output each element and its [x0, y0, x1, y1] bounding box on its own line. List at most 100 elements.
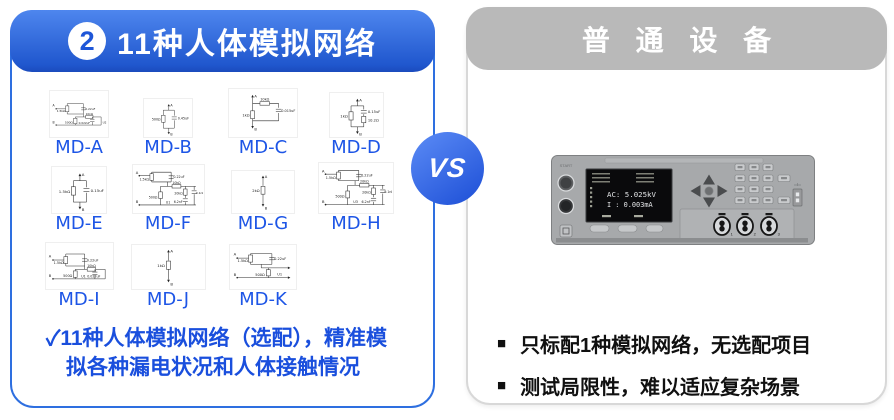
softkey-buttons: [589, 224, 664, 233]
display-voltage: AC: 5.025kV: [607, 190, 656, 199]
svg-text:A: A: [52, 104, 55, 108]
start-button: [557, 174, 575, 192]
svg-text:A: A: [135, 171, 138, 175]
svg-text:U3: U3: [353, 200, 358, 204]
drawback-text: 测试局限性，难以适应复杂场景: [520, 377, 801, 399]
svg-text:0.15uF: 0.15uF: [367, 110, 379, 114]
svg-text:1.5kΩ: 1.5kΩ: [237, 259, 248, 263]
svg-text:B: B: [48, 274, 51, 278]
svg-text:1.5kΩ: 1.5kΩ: [59, 189, 70, 194]
svg-text:0.22uF: 0.22uF: [173, 175, 184, 179]
svg-text:0.45uF: 0.45uF: [178, 117, 189, 121]
display-current: I : 0.003mA: [607, 201, 653, 209]
drawback-text: 只标配1种模拟网络，无选配项目: [520, 335, 812, 357]
device-photo: START: [550, 154, 816, 246]
svg-text:A: A: [254, 94, 257, 98]
square-bullet-icon: ■: [497, 335, 507, 352]
circuit-label: MD-K: [239, 289, 287, 310]
svg-text:0.22uF: 0.22uF: [86, 258, 98, 262]
svg-text:6.2nF: 6.2nF: [361, 200, 370, 204]
svg-text:9.1nF: 9.1nF: [384, 190, 392, 194]
svg-text:1.5kΩ: 1.5kΩ: [326, 176, 336, 180]
power-button: [559, 224, 573, 238]
svg-text:B: B: [135, 200, 138, 204]
svg-text:0.22uF: 0.22uF: [361, 174, 373, 178]
svg-text:0.15uF: 0.15uF: [91, 188, 104, 193]
svg-text:B: B: [170, 281, 173, 286]
usb-port: [792, 183, 803, 207]
svg-text:0.015uF: 0.015uF: [281, 109, 295, 113]
svg-text:A: A: [234, 252, 237, 256]
svg-text:10.2Ω: 10.2Ω: [367, 118, 378, 122]
drawback-item: ■ 只标配1种模拟网络，无选配项目: [497, 329, 811, 358]
svg-text:2kΩ: 2kΩ: [252, 189, 259, 193]
svg-text:1kΩ: 1kΩ: [242, 113, 249, 117]
tester-device: START: [551, 155, 815, 245]
svg-text:10kΩ: 10kΩ: [260, 97, 269, 101]
circuit-label: MD-I: [58, 289, 100, 310]
svg-text:2: 2: [754, 232, 757, 237]
svg-text:10kΩ: 10kΩ: [87, 264, 96, 268]
vs-label: VS: [426, 153, 469, 183]
step-number-badge: 2: [68, 22, 107, 60]
right-panel-title: 普 通 设 备: [581, 24, 781, 56]
right-panel: 普 通 设 备 START: [466, 7, 887, 405]
svg-text:10kΩ: 10kΩ: [86, 112, 94, 116]
drawback-item: ■ 测试局限性，难以适应复杂场景: [497, 371, 811, 400]
svg-text:20kΩ: 20kΩ: [362, 191, 371, 195]
svg-text:A: A: [170, 103, 173, 107]
svg-text:500Ω: 500Ω: [148, 195, 157, 199]
svg-text:3: 3: [778, 232, 781, 237]
svg-text:20kΩ: 20kΩ: [174, 191, 183, 195]
svg-text:B: B: [254, 127, 257, 131]
circuit-label: MD-D: [331, 137, 381, 158]
svg-text:A: A: [170, 248, 173, 253]
svg-text:1kΩ: 1kΩ: [340, 114, 348, 119]
svg-text:9.1nF: 9.1nF: [195, 191, 202, 195]
svg-text:U1: U1: [81, 275, 85, 279]
left-panel-header: 2 11种人体模拟网络: [10, 10, 435, 72]
svg-text:1.5kΩ: 1.5kΩ: [53, 261, 63, 265]
svg-text:B: B: [322, 199, 325, 204]
svg-text:0.22uF: 0.22uF: [274, 257, 286, 261]
svg-text:0.022uF: 0.022uF: [87, 275, 100, 279]
svg-text:B: B: [170, 133, 173, 136]
svg-text:1.5kΩ: 1.5kΩ: [57, 109, 66, 113]
svg-text:10kΩ: 10kΩ: [172, 181, 181, 185]
circuit-label: MD-G: [237, 213, 289, 234]
circuit-label: MD-C: [238, 137, 288, 158]
svg-text:B: B: [52, 121, 54, 125]
drawback-bullets: ■ 只标配1种模拟网络，无选配项目 ■ 测试局限性，难以适应复杂场景: [497, 329, 811, 413]
device-display: AC: 5.025kV I : 0.003mA: [585, 168, 673, 223]
svg-text:A: A: [322, 168, 325, 173]
svg-text:1kΩ: 1kΩ: [157, 263, 165, 268]
square-bullet-icon: ■: [497, 377, 507, 394]
svg-text:0.22uF: 0.22uF: [85, 107, 95, 111]
svg-text:B: B: [82, 207, 85, 212]
svg-text:500Ω: 500Ω: [63, 274, 73, 278]
circuit-label: MD-B: [144, 137, 192, 158]
check-icon: ✓: [46, 327, 61, 350]
svg-text:500Ω: 500Ω: [65, 121, 74, 125]
device-bottom-strip: [556, 238, 808, 243]
svg-text:0.022uF: 0.022uF: [79, 121, 91, 125]
svg-text:U1: U1: [165, 201, 169, 205]
stop-button: [557, 197, 575, 215]
svg-text:500Ω: 500Ω: [255, 273, 265, 277]
svg-text:A: A: [265, 175, 268, 179]
